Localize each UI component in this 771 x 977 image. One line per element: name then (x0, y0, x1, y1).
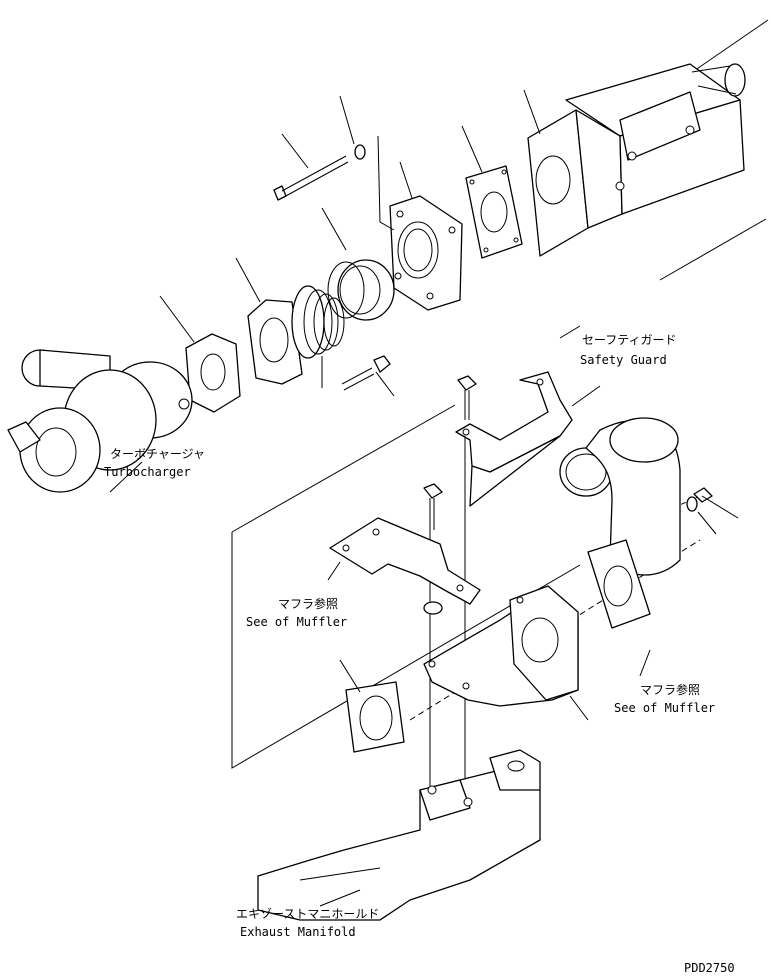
safety-guard (455, 371, 573, 507)
turbocharger-label-en: Turbocharger (104, 465, 191, 479)
gasket-right (587, 539, 651, 629)
manifold-label-jp: エキゾーストマニホールド (236, 907, 379, 921)
nuts-right (686, 487, 713, 512)
exhaust-flange-bracket (423, 585, 579, 707)
safety-guard-label-en: Safety Guard (580, 353, 667, 367)
muffler-bracket (329, 517, 481, 605)
exhaust-manifold (257, 749, 541, 921)
long-bolt (273, 144, 366, 201)
muffler-ref2-label-jp: マフラ参照 (640, 682, 700, 697)
gasket-upper (465, 165, 523, 259)
muffler-ref1-label-en: See of Muffler (246, 615, 347, 629)
seal-ring (327, 259, 395, 321)
turbocharger-label-jp: ターボチャージャ (110, 447, 205, 461)
flange-adapter (389, 195, 463, 311)
drawing-id: PDD2750 (684, 961, 735, 975)
gasket-lower-left (345, 681, 405, 753)
turbocharger-body (7, 349, 193, 493)
stud-and-nut (341, 355, 391, 391)
muffler-ref1-label-jp: マフラ参照 (278, 596, 338, 611)
gasket-turbo (185, 333, 241, 413)
bellows-joint (247, 285, 345, 385)
leader-lines (109, 89, 739, 907)
upper-exhaust-pipe (527, 63, 746, 257)
muffler-ref2-label-en: See of Muffler (614, 701, 715, 715)
safety-guard-label-jp: セーフティガード (582, 333, 677, 347)
manifold-label-en: Exhaust Manifold (240, 925, 356, 939)
elbow-pipe (559, 417, 681, 576)
